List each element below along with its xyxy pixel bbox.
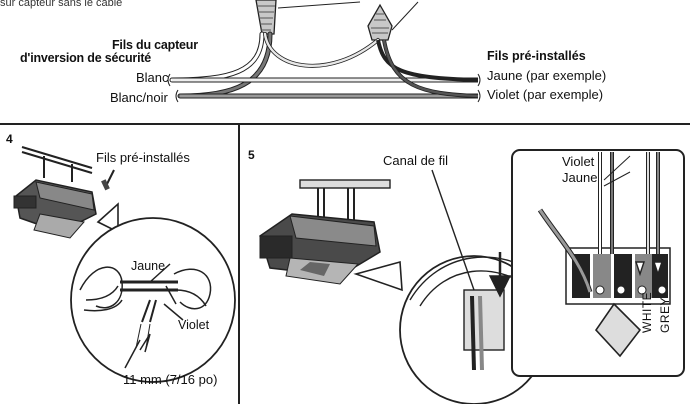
label-strip-length: 11 mm (7/16 po) <box>123 372 218 387</box>
sensor-wires-title: Fils du capteur <box>112 38 198 52</box>
wire-nut-left <box>255 0 277 35</box>
top-fragment: sur capteur sans le câble <box>0 0 123 9</box>
terminal-wires <box>537 152 660 293</box>
step-number-5: 5 <box>248 148 255 162</box>
section-divider <box>0 123 690 125</box>
label-white-black: Blanc/noir <box>110 90 168 105</box>
arrow-down-icon <box>635 261 645 277</box>
terminal-label-white: WHITE <box>640 291 654 333</box>
label-jaune-terminal: Jaune <box>562 170 598 185</box>
label-violet-example: Violet (par exemple) <box>487 87 604 102</box>
sensor-wires <box>169 31 380 99</box>
label-white: Blanc <box>136 70 169 85</box>
opener-unit-5 <box>259 179 391 285</box>
terminal-label-grey: GREY <box>658 296 672 333</box>
hands-stripping-wires <box>79 263 212 369</box>
callout-circle-4 <box>70 217 236 383</box>
arrow-down-icon <box>653 261 663 277</box>
panel-divider <box>238 124 240 404</box>
sensor-wires-title-line2: d'inversion de sécurité <box>20 51 152 65</box>
label-violet: Violet <box>178 318 210 332</box>
opener-unit-4 <box>13 146 115 239</box>
screwdriver-icon <box>594 302 642 358</box>
label-wire-channel: Canal de fil <box>383 153 449 168</box>
label-jaune: Jaune <box>131 259 166 273</box>
label-preinstalled-wires: Fils pré-installés <box>96 150 190 165</box>
preinstalled-wires-title: Fils pré-installés <box>487 49 586 63</box>
preinstalled-wires <box>172 39 479 99</box>
wire-nut-right <box>367 3 393 41</box>
step-number-4: 4 <box>6 132 13 146</box>
label-violet-terminal: Violet <box>562 154 595 169</box>
label-yellow-example: Jaune (par exemple) <box>487 68 607 83</box>
